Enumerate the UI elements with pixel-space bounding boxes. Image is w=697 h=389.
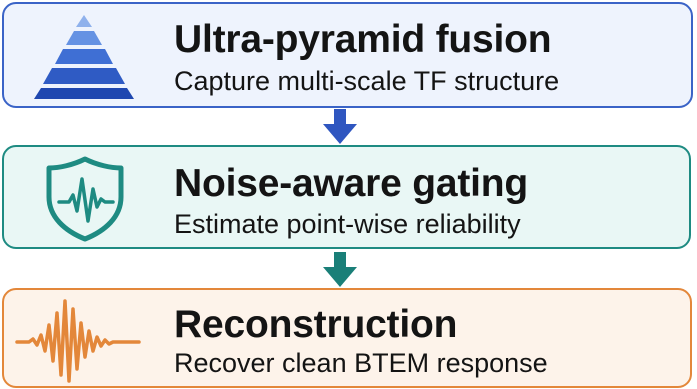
stage-subtitle: Recover clean BTEM response: [174, 348, 548, 378]
shield-waveform-icon: [46, 156, 124, 242]
pyramid-icon: [34, 15, 134, 99]
arrow-down-icon: [323, 252, 357, 287]
arrow-down-icon: [323, 109, 357, 144]
stage-subtitle: Estimate point-wise reliability: [174, 209, 521, 239]
waveform-icon: [15, 299, 141, 383]
stage-title: Reconstruction: [174, 303, 458, 346]
stage-subtitle: Capture multi-scale TF structure: [174, 66, 560, 96]
stage-title: Ultra-pyramid fusion: [174, 18, 552, 61]
stage-title: Noise-aware gating: [174, 162, 528, 205]
stage-reconstruction: Reconstruction Recover clean BTEM respon…: [2, 288, 692, 388]
stage-ultra-pyramid-fusion: Ultra-pyramid fusion Capture multi-scale…: [2, 2, 693, 108]
stage-noise-aware-gating: Noise-aware gating Estimate point-wise r…: [2, 145, 691, 249]
